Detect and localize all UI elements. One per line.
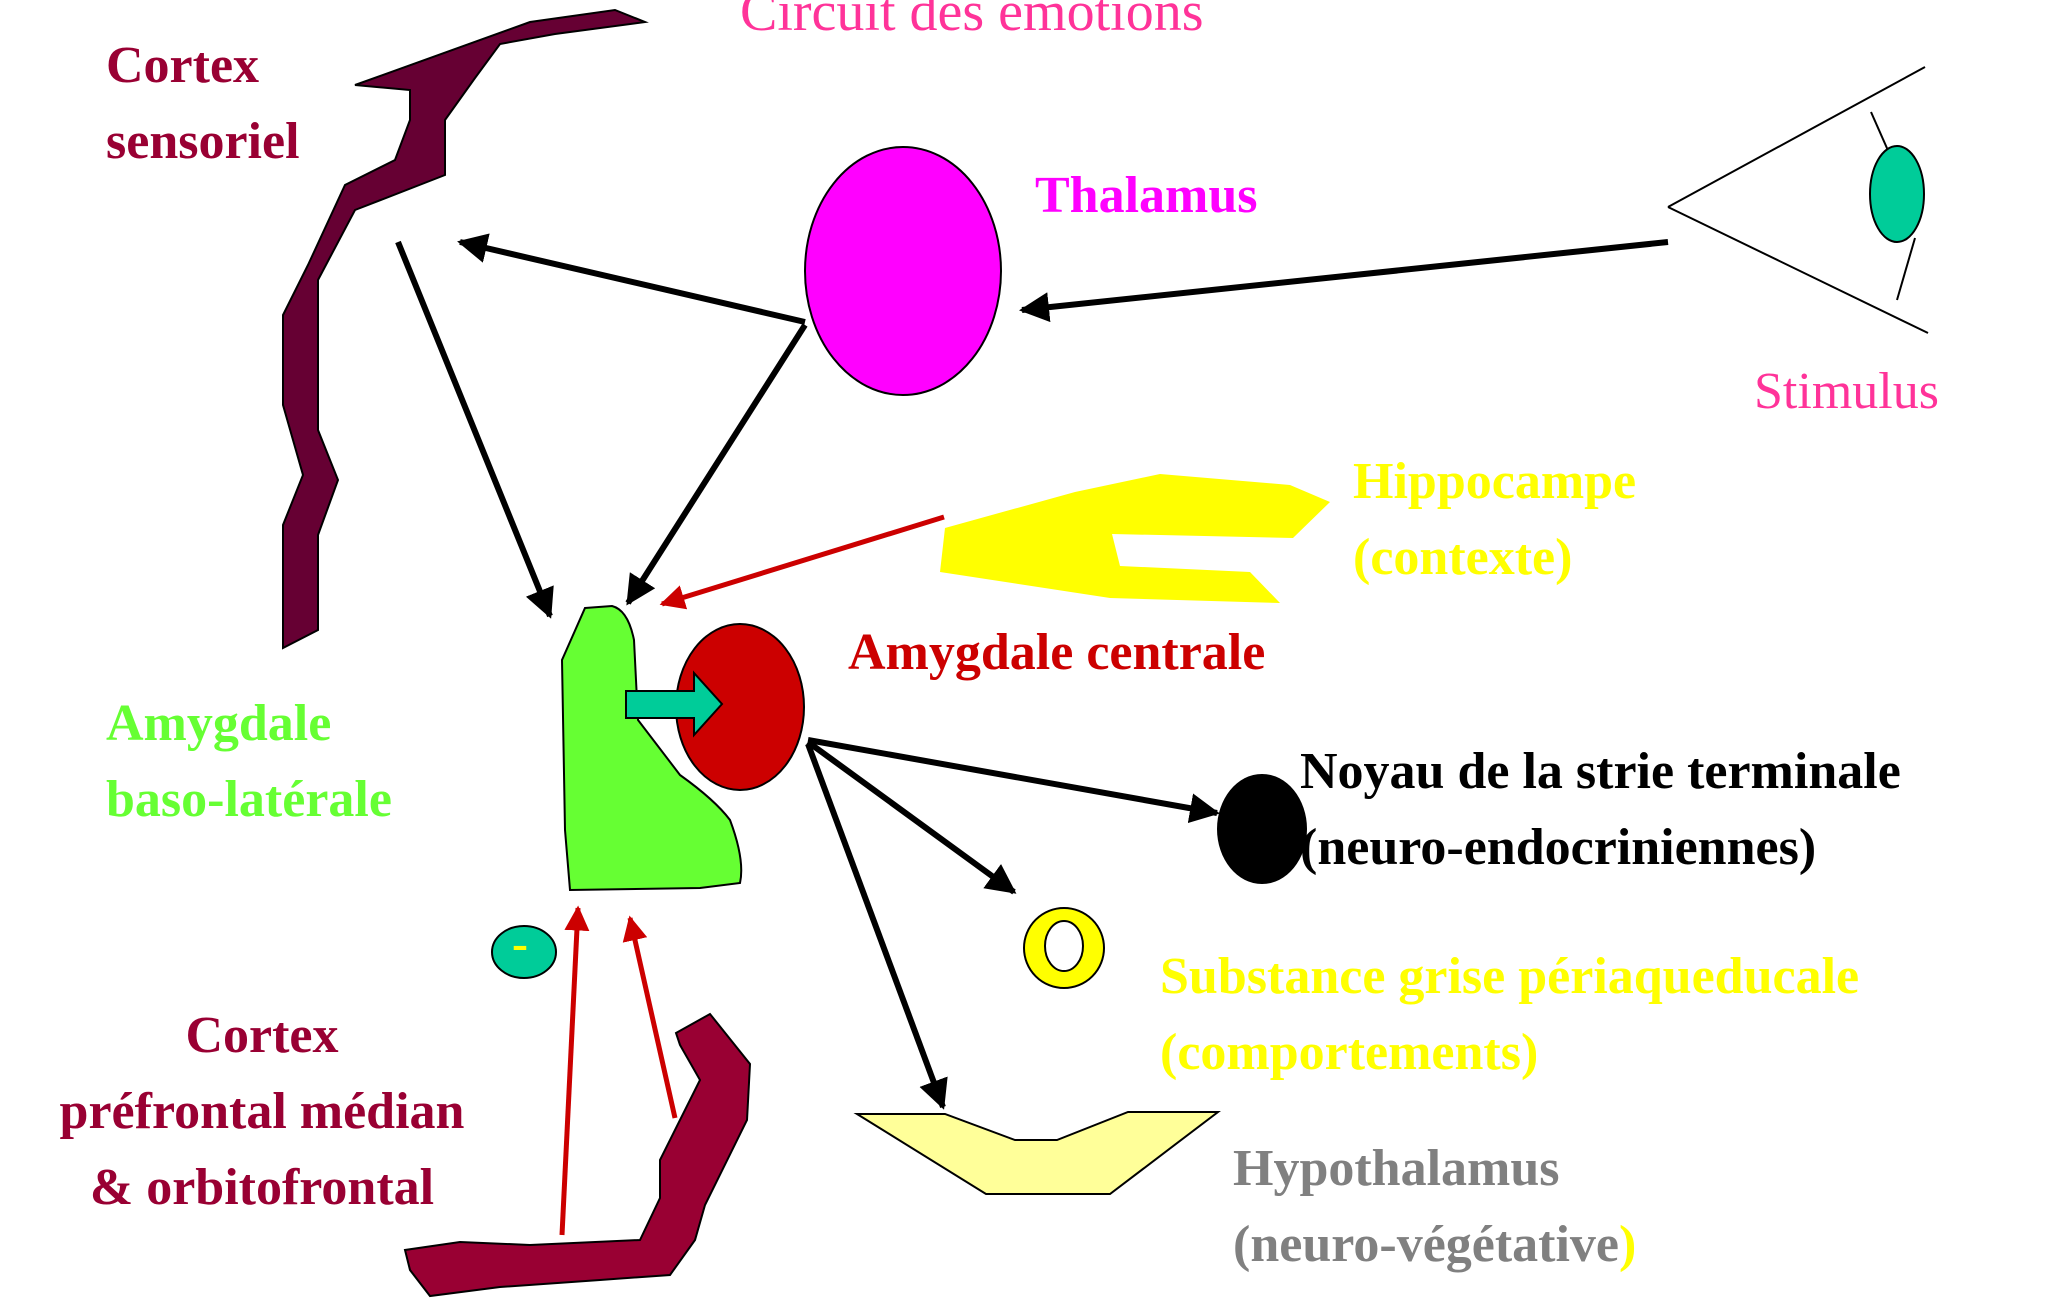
minus-sign: -	[512, 906, 528, 982]
cortex-sensoriel-shape	[283, 10, 645, 648]
amygdale-basolaterale-label: Amygdale baso-latérale	[106, 686, 392, 838]
hippocampe-to-amygdale-arrow	[662, 517, 944, 604]
prefrontal-to-amygdale-arrow-2	[630, 918, 675, 1118]
thalamus-shape	[805, 147, 1001, 395]
amygdale-centrale-label: Amygdale centrale	[848, 615, 1265, 691]
centrale-to-substance-arrow	[808, 742, 1014, 892]
substance-grise-label: Substance grise périaqueducale (comporte…	[1160, 939, 1859, 1091]
eye-icon	[1668, 67, 1928, 333]
cortex-prefrontal-label: Cortex préfrontal médian & orbitofrontal	[12, 998, 512, 1226]
thalamus-label: Thalamus	[1035, 158, 1258, 234]
stimulus-to-thalamus-arrow	[1022, 242, 1668, 310]
diagram-title: Circuit des émotions	[740, 0, 1204, 44]
hypothalamus-label: Hypothalamus (neuro-végétative)	[1233, 1131, 1636, 1283]
hippocampe-label: Hippocampe (contexte)	[1353, 444, 1636, 596]
prefrontal-to-amygdale-arrow-1	[562, 908, 578, 1235]
thalamus-to-amygdale-arrow	[628, 325, 805, 603]
hippocampe-shape	[940, 474, 1330, 603]
noyau-strie-shape	[1217, 774, 1307, 884]
centrale-to-hypothalamus-arrow	[808, 744, 943, 1107]
cortex-to-amygdale-arrow	[398, 242, 550, 616]
stimulus-label: Stimulus	[1754, 354, 1939, 430]
cortex-sensoriel-label: Cortex sensoriel	[106, 28, 300, 180]
thalamus-to-cortex-arrow	[460, 242, 805, 322]
centrale-to-noyau-arrow	[808, 740, 1217, 813]
hypothalamus-shape	[857, 1112, 1218, 1194]
noyau-strie-label: Noyau de la strie terminale (neuro-endoc…	[1300, 734, 1901, 886]
